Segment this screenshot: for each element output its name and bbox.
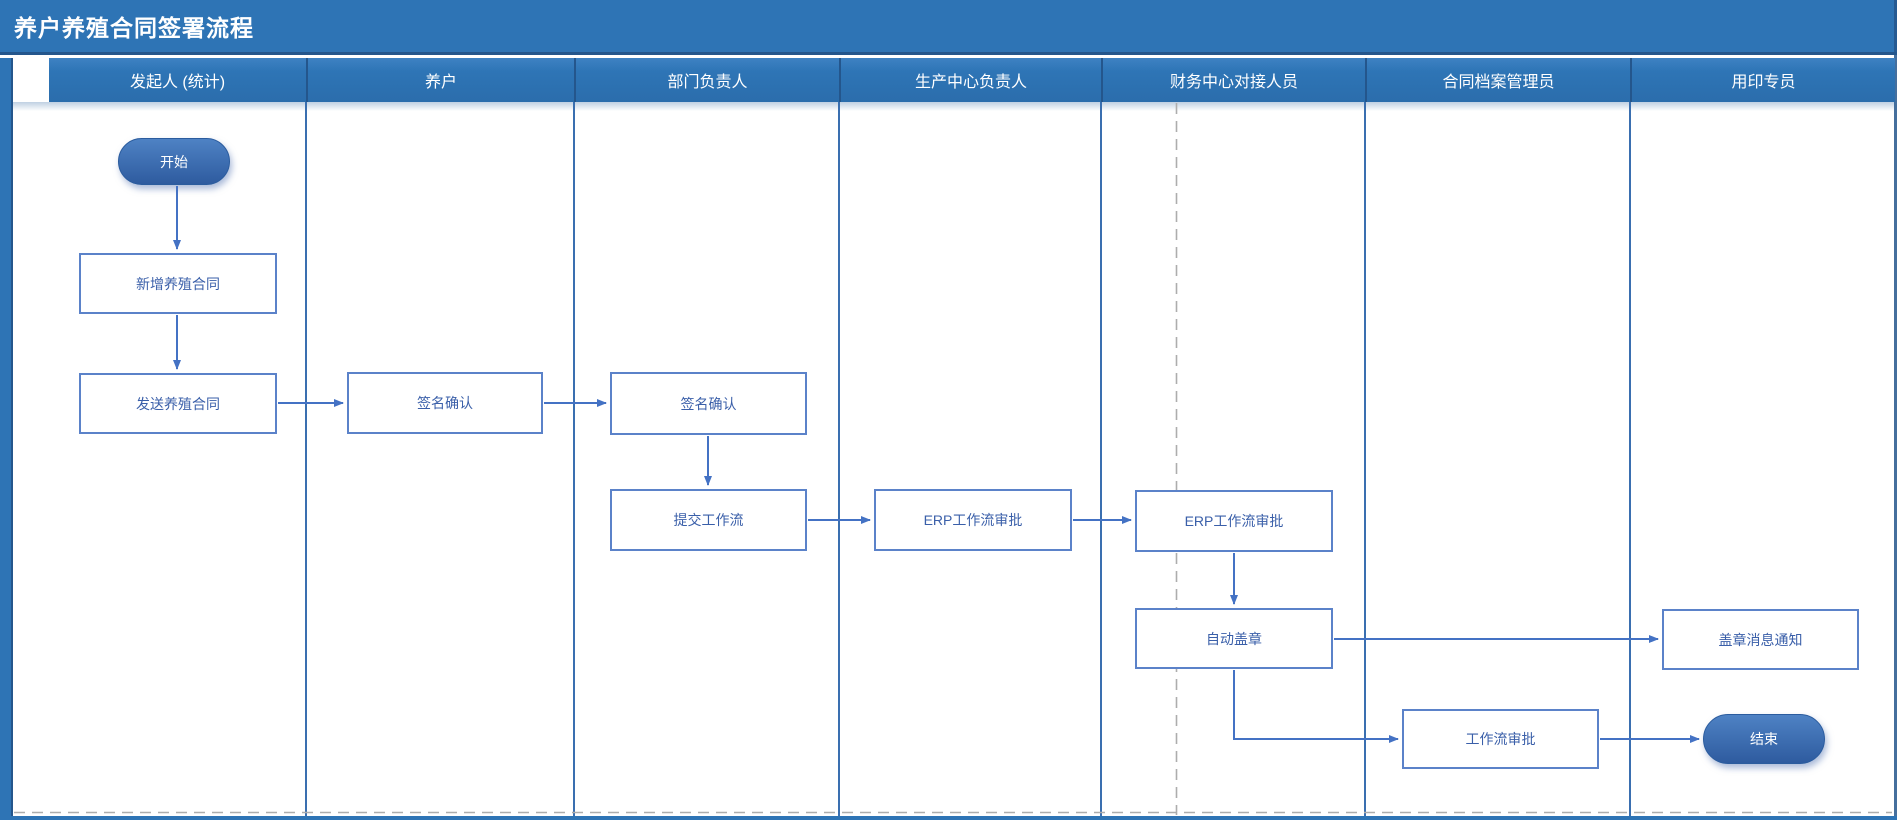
title-bar: 养户养殖合同签署流程 [0,0,1897,55]
lane-divider [1629,102,1631,816]
lane-divider [1364,102,1366,816]
lane-divider [838,102,840,816]
lane-header-seal-officer: 用印专员 [1630,58,1895,102]
node-auto-stamp: 自动盖章 [1135,608,1333,669]
lane-divider [573,102,575,816]
frame-bottom-border [0,816,1897,820]
lane-header-archive-admin: 合同档案管理员 [1365,58,1630,102]
node-add-contract: 新增养殖合同 [79,253,277,314]
lane-header-initiator: 发起人 (统计) [49,58,306,102]
lane-divider [1100,102,1102,816]
node-farmer-sign-confirm: 签名确认 [347,372,543,434]
lane-header-production-head: 生产中心负责人 [839,58,1101,102]
frame-right-border [1894,0,1897,820]
frame-left-bar [0,58,13,820]
lane-header-farmer: 养户 [306,58,574,102]
lane-divider [305,102,307,816]
node-dept-sign-confirm: 签名确认 [610,372,807,435]
node-workflow-approval: 工作流审批 [1402,709,1599,769]
node-send-contract: 发送养殖合同 [79,373,277,434]
connector-auto-stamp-to-workflow-approval [1233,670,1399,743]
node-erp-approval-finance: ERP工作流审批 [1135,490,1333,552]
page-title: 养户养殖合同签署流程 [14,15,254,41]
node-start: 开始 [118,138,230,185]
lane-header-shadow [13,102,1895,111]
lane-header-row: 发起人 (统计) 养户 部门负责人 生产中心负责人 财务中心对接人员 合同档案管… [49,58,1895,102]
node-submit-workflow: 提交工作流 [610,489,807,551]
node-end: 结束 [1703,714,1825,764]
node-stamp-notice: 盖章消息通知 [1662,609,1859,670]
node-erp-approval-production: ERP工作流审批 [874,489,1072,551]
lane-header-dept-head: 部门负责人 [574,58,839,102]
lane-header-finance-liaison: 财务中心对接人员 [1101,58,1365,102]
